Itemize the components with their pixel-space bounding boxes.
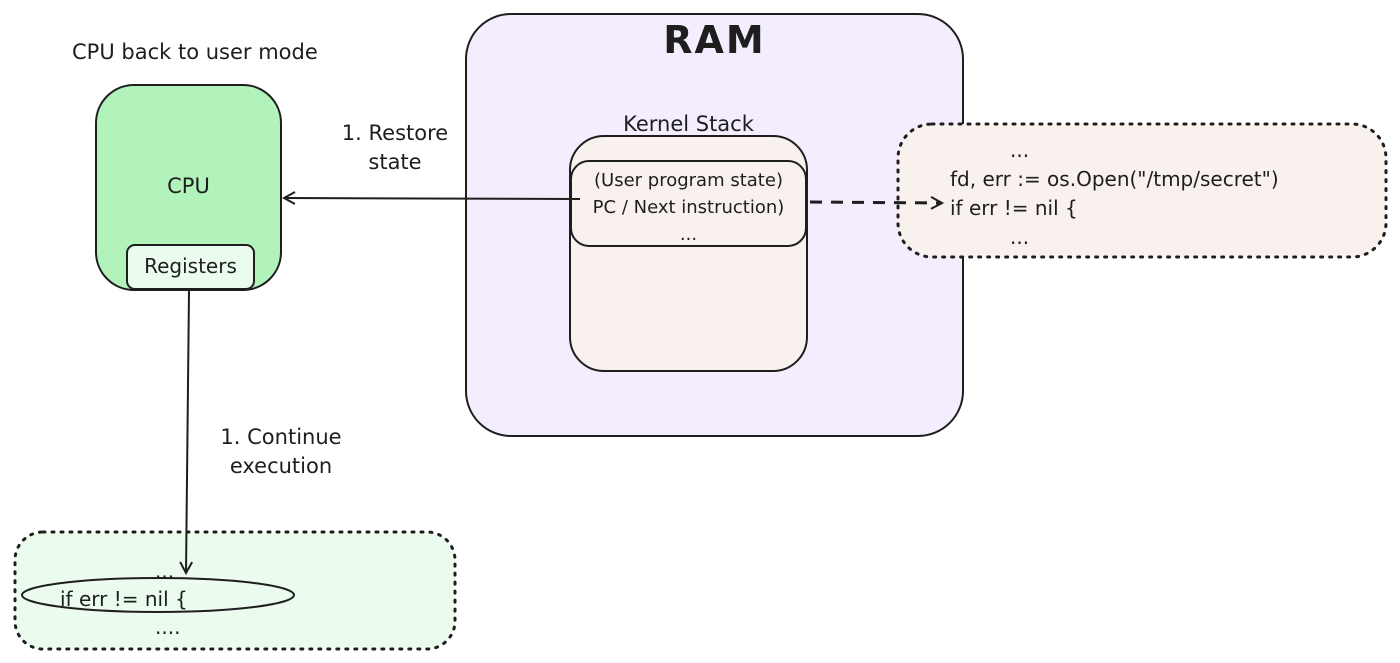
restore-label-line-2: state (368, 150, 422, 174)
highlight-ellipse (21, 577, 295, 613)
code-bottom-line-1: ... (155, 559, 175, 583)
ram-title: RAM (663, 18, 766, 62)
stack-line-pc: PC / Next instruction) (592, 197, 785, 218)
continue-execution-arrow (186, 290, 189, 573)
user-state-frame (570, 160, 807, 247)
kernel-stack-contents: (User program state) PC / Next instructi… (571, 167, 806, 248)
registers-box (126, 244, 255, 290)
pc-pointer-arrow (809, 202, 942, 203)
continue-label-line-1: 1. Continue (220, 425, 342, 449)
cpu-caption: CPU back to user mode (72, 40, 318, 64)
stack-line-user-state: (User program state) (594, 170, 783, 191)
stack-line-ellipsis: ... (679, 224, 698, 245)
code-right-line-1: ... (1010, 138, 1030, 162)
code-right-contents: ... fd, err := os.Open("/tmp/secret") if… (950, 136, 1380, 252)
code-bottom-contents: ... if err != nil { .... (20, 557, 300, 641)
restore-state-label: 1. Restore state (334, 119, 456, 177)
continue-label-line-2: execution (229, 454, 333, 478)
restore-state-arrow (284, 198, 581, 199)
registers-label: Registers (144, 254, 237, 278)
code-box-right (896, 122, 1388, 259)
continue-execution-label: 1. Continue execution (216, 423, 346, 481)
code-right-line-2: fd, err := os.Open("/tmp/secret") (950, 167, 1279, 191)
restore-label-line-1: 1. Restore (341, 121, 449, 145)
code-bottom-line-3: .... (155, 615, 181, 639)
cpu-label: CPU (167, 174, 210, 198)
code-right-line-4: ... (1010, 225, 1030, 249)
code-box-bottom (13, 530, 457, 651)
code-bottom-line-2: if err != nil { (60, 587, 188, 611)
code-right-line-3: if err != nil { (950, 196, 1078, 220)
kernel-stack-title: Kernel Stack (623, 112, 754, 136)
